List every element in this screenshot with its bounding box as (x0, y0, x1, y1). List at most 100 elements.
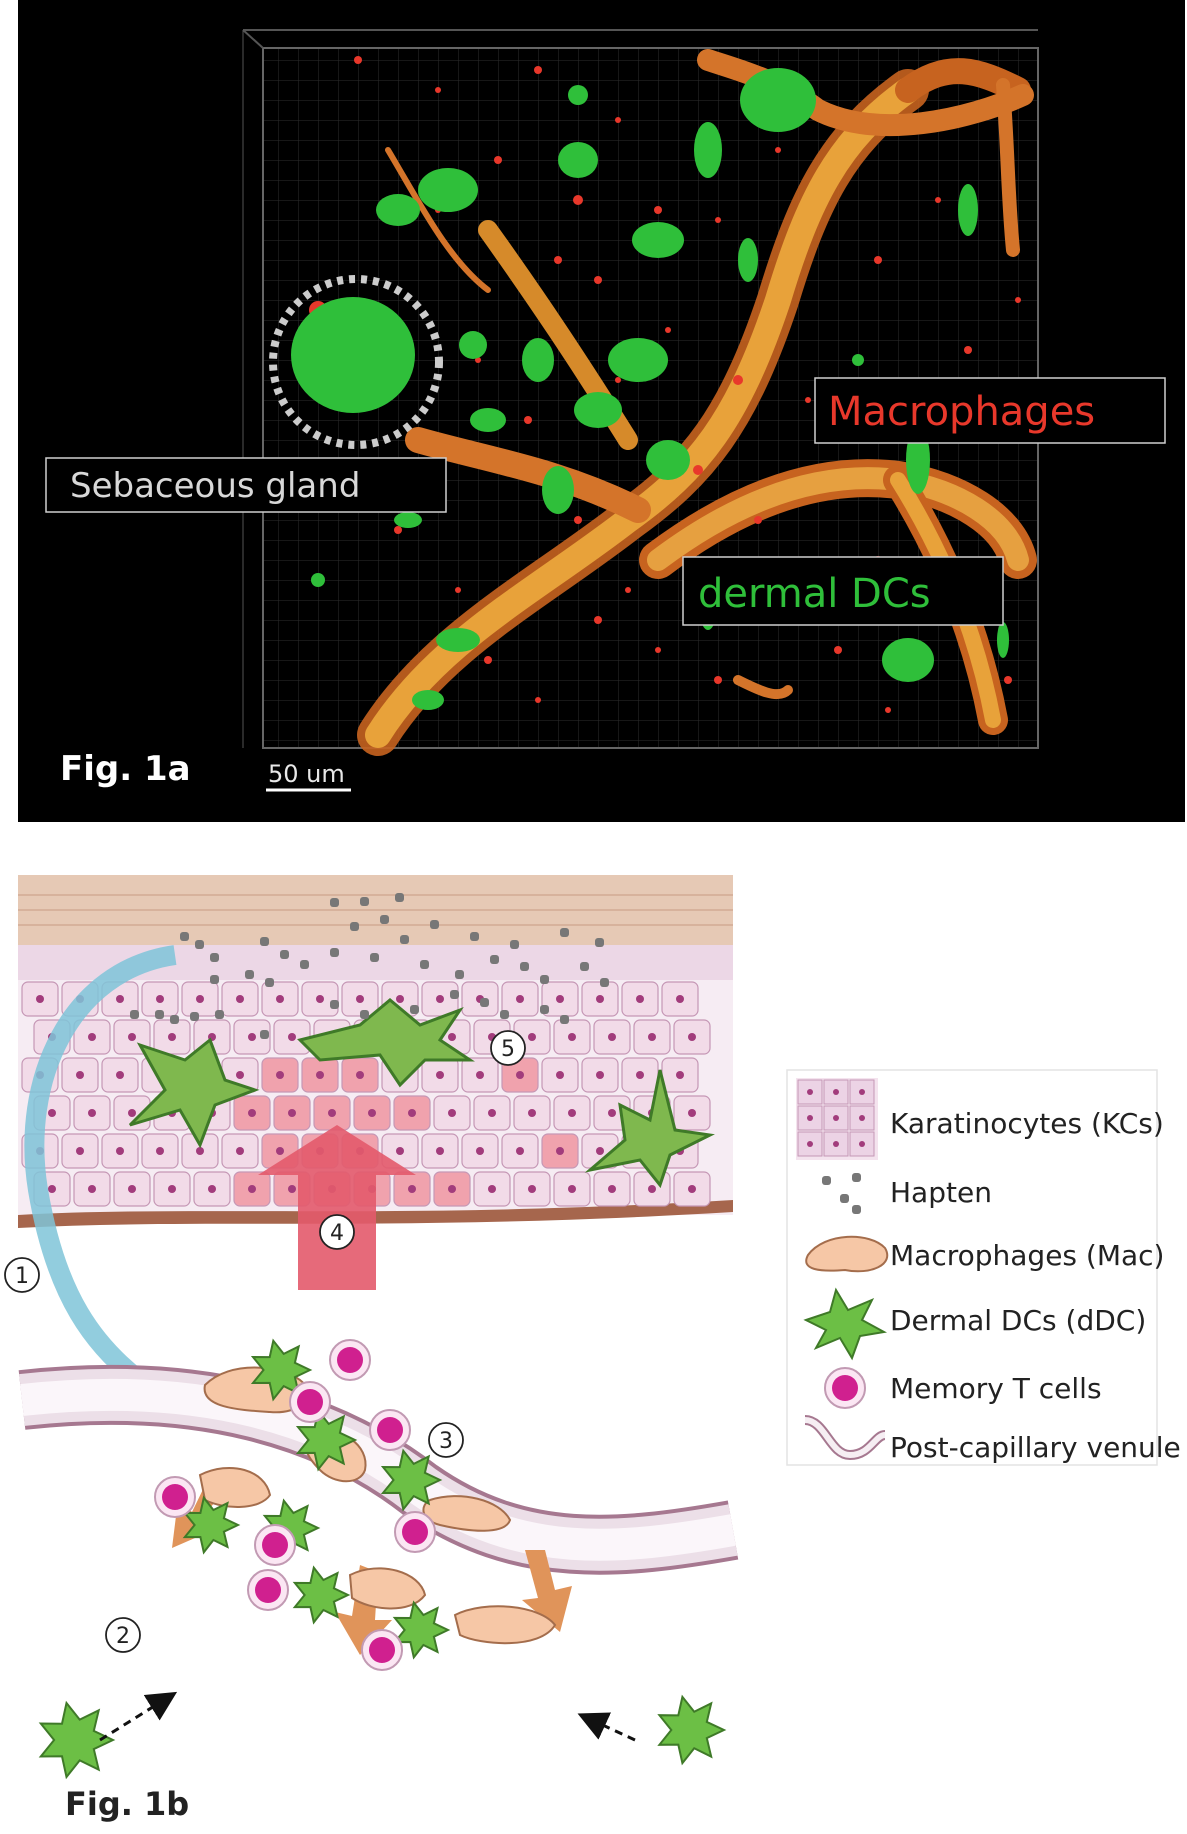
hapten-particle (195, 940, 204, 949)
hapten-particle (540, 975, 549, 984)
keratinocyte-nucleus (276, 995, 284, 1003)
hapten-particle (265, 978, 274, 987)
keratinocyte-nucleus (356, 995, 364, 1003)
keratinocyte-nucleus (608, 1109, 616, 1117)
hapten-particle (260, 1030, 269, 1039)
keratinocyte-nucleus (528, 1185, 536, 1193)
svg-text:3: 3 (439, 1429, 453, 1454)
hapten-particle (395, 893, 404, 902)
keratinocyte-nucleus (556, 1071, 564, 1079)
svg-text:dermal DCs: dermal DCs (698, 571, 931, 617)
keratinocyte-nucleus (516, 995, 524, 1003)
keratinocyte-nucleus (568, 1185, 576, 1193)
keratinocyte-nucleus (288, 1109, 296, 1117)
keratinocyte-nucleus (356, 1071, 364, 1079)
hapten-particle (560, 1015, 569, 1024)
legend: Karatinocytes (KCs) Hapten Macrophages (… (786, 1069, 1181, 1466)
keratinocyte-nucleus (408, 1109, 416, 1117)
keratinocyte-nucleus (528, 1109, 536, 1117)
hapten-particle (480, 998, 489, 1007)
memory-t-cell-core (337, 1347, 363, 1373)
svg-text:2: 2 (116, 1624, 130, 1649)
hapten-particle (280, 950, 289, 959)
svg-text:Sebaceous gland: Sebaceous gland (70, 466, 360, 506)
keratinocyte-nucleus (488, 1109, 496, 1117)
keratinocyte-nucleus (408, 1185, 416, 1193)
memory-t-cell-core (255, 1577, 281, 1603)
hapten-particle (130, 1010, 139, 1019)
hapten-particle (210, 953, 219, 962)
dermal-dc-cluster (38, 1338, 727, 1780)
keratinocyte-nucleus (528, 1033, 536, 1041)
dermal-dc-cell (380, 1448, 443, 1512)
svg-text:Macrophages: Macrophages (828, 389, 1095, 435)
keratinocyte-nucleus (276, 1147, 284, 1155)
keratinocyte-nucleus (88, 1033, 96, 1041)
keratinocyte-nucleus (248, 1109, 256, 1117)
macrophage-speckles (309, 56, 1021, 713)
dermal-dc-cell (182, 1495, 241, 1555)
hapten-particle (490, 955, 499, 964)
legend-label-hapten: Hapten (890, 1176, 992, 1209)
keratinocyte-nucleus (88, 1185, 96, 1193)
hapten-particle (170, 1015, 179, 1024)
memory-t-cell-core (369, 1637, 395, 1663)
keratinocyte-nucleus (396, 1147, 404, 1155)
keratinocyte-nucleus (448, 1033, 456, 1041)
legend-label-tcell: Memory T cells (890, 1372, 1102, 1405)
dermal-dc-icon (803, 1287, 888, 1361)
step-3-marker: 3 (428, 1422, 464, 1458)
keratinocyte-nucleus (48, 1185, 56, 1193)
keratinocyte-nucleus (676, 995, 684, 1003)
keratinocyte-nucleus (636, 1071, 644, 1079)
hapten-particle (430, 920, 439, 929)
keratinocyte-nucleus (516, 1147, 524, 1155)
keratinocyte-nucleus (116, 1071, 124, 1079)
keratinocyte-nucleus (448, 1109, 456, 1117)
hapten-particle (190, 1012, 199, 1021)
hapten-particle (470, 932, 479, 941)
keratinocyte-nucleus (636, 995, 644, 1003)
keratinocyte-nucleus (288, 1185, 296, 1193)
hapten-particle (500, 1010, 509, 1019)
keratinocyte-nucleus (596, 1147, 604, 1155)
memory-t-cell-core (162, 1484, 188, 1510)
keratinocyte-nucleus (476, 1147, 484, 1155)
keratinocyte-nucleus (76, 1147, 84, 1155)
keratinocyte-nucleus (568, 1109, 576, 1117)
keratinocyte-nucleus (556, 1147, 564, 1155)
keratinocyte-icon (796, 1078, 878, 1160)
macrophage-icon (805, 1235, 889, 1273)
schematic-svg: 5 4 1 (4, 875, 1181, 1823)
hapten-particle (520, 962, 529, 971)
keratinocyte-nucleus (116, 1147, 124, 1155)
keratinocyte-nucleus (596, 1071, 604, 1079)
fig-1a-label: Fig. 1a (60, 749, 191, 789)
svg-text:4: 4 (330, 1221, 344, 1246)
hapten-particle (410, 1005, 419, 1014)
keratinocyte-nucleus (76, 1071, 84, 1079)
hapten-particle (450, 990, 459, 999)
legend-label-mac: Macrophages (Mac) (890, 1239, 1164, 1272)
hapten-particle (400, 935, 409, 944)
hapten-particle (510, 940, 519, 949)
hapten-particle (260, 937, 269, 946)
keratinocyte-nucleus (156, 995, 164, 1003)
hapten-particle (360, 1010, 369, 1019)
venule-icon (804, 1415, 887, 1461)
hapten-particle (180, 932, 189, 941)
memory-t-cell-core (297, 1389, 323, 1415)
keratinocyte-nucleus (248, 1033, 256, 1041)
keratinocyte-nucleus (608, 1033, 616, 1041)
legend-label-venule: Post-capillary venule (890, 1431, 1181, 1464)
keratinocyte-nucleus (168, 1033, 176, 1041)
step-2-marker: 2 (105, 1617, 141, 1653)
keratinocyte-nucleus (156, 1147, 164, 1155)
keratinocyte-nucleus (288, 1033, 296, 1041)
keratinocyte-nucleus (396, 995, 404, 1003)
keratinocyte-nucleus (648, 1185, 656, 1193)
keratinocyte-nucleus (116, 995, 124, 1003)
keratinocyte-nucleus (436, 995, 444, 1003)
panel-a-micrograph: Sebaceous gland Macrophages dermal DCs F… (18, 0, 1185, 822)
recruitment-arrows (99, 1691, 636, 1742)
